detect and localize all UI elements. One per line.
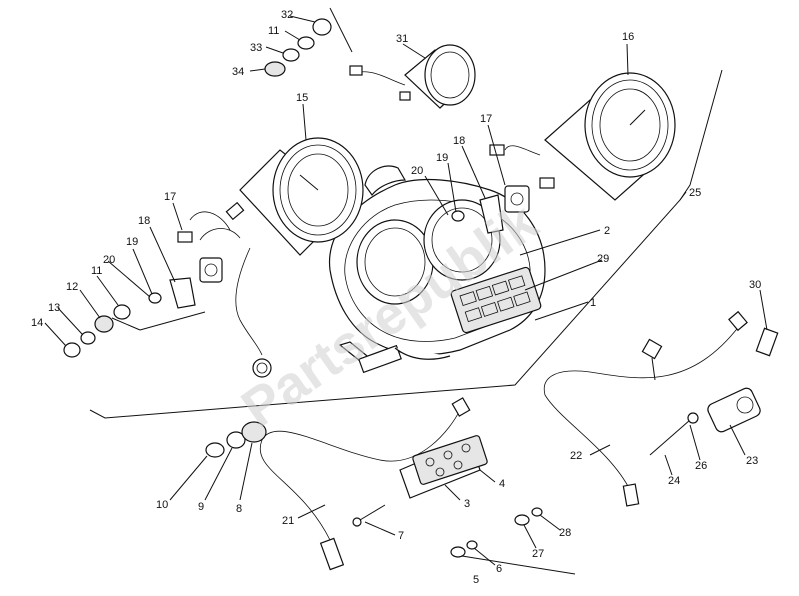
right-drive-cable [543,310,748,507]
bulbs [450,507,543,558]
callout-labels: 1 2 3 4 5 6 7 8 9 10 11 11 12 13 14 15 1… [31,9,761,586]
callout-20b: 20 [411,165,423,177]
callout-28: 28 [559,527,571,539]
callout-31: 31 [396,33,408,45]
callout-2: 2 [604,225,610,237]
speed-sensor [649,327,779,456]
callout-30: 30 [749,279,761,291]
callout-8: 8 [236,503,242,515]
callout-13: 13 [48,302,60,314]
callout-20a: 20 [103,254,115,266]
speedometer-gauge [489,72,676,201]
leader-lines [44,15,768,575]
callout-24: 24 [668,475,680,487]
callout-25: 25 [689,187,701,199]
callout-34: 34 [232,66,244,78]
callout-19a: 19 [126,236,138,248]
grommet-set [205,421,267,458]
callout-7: 7 [398,530,404,542]
callout-27: 27 [532,548,544,560]
callout-26: 26 [695,460,707,472]
callout-14: 14 [31,317,43,329]
callout-17b: 17 [480,113,492,125]
callout-4: 4 [499,478,505,490]
callout-16: 16 [622,31,634,43]
callout-18b: 18 [453,135,465,147]
callout-21: 21 [282,515,294,527]
callout-3: 3 [464,498,470,510]
callout-17a: 17 [164,191,176,203]
callout-6: 6 [496,563,502,575]
tachometer-gauge [177,137,364,378]
callout-11b: 11 [91,265,102,277]
callout-1: 1 [590,297,596,309]
callout-5: 5 [473,574,479,586]
callout-11a: 11 [268,25,279,37]
right-fittings [451,185,530,234]
callout-23: 23 [746,455,758,467]
left-drive-cable [259,397,471,571]
callout-22: 22 [570,450,582,462]
callout-12: 12 [66,281,78,293]
left-fittings [63,257,223,358]
small-indicator-gauge [349,44,476,109]
callout-18a: 18 [138,215,150,227]
warning-light-bracket [352,435,488,527]
callout-9: 9 [198,501,204,513]
callout-33: 33 [250,42,262,54]
boundary-lines [89,7,723,419]
callout-10: 10 [156,499,168,511]
callout-29: 29 [597,253,609,265]
callout-32: 32 [281,9,293,21]
callout-15: 15 [296,92,308,104]
callout-19b: 19 [436,152,448,164]
